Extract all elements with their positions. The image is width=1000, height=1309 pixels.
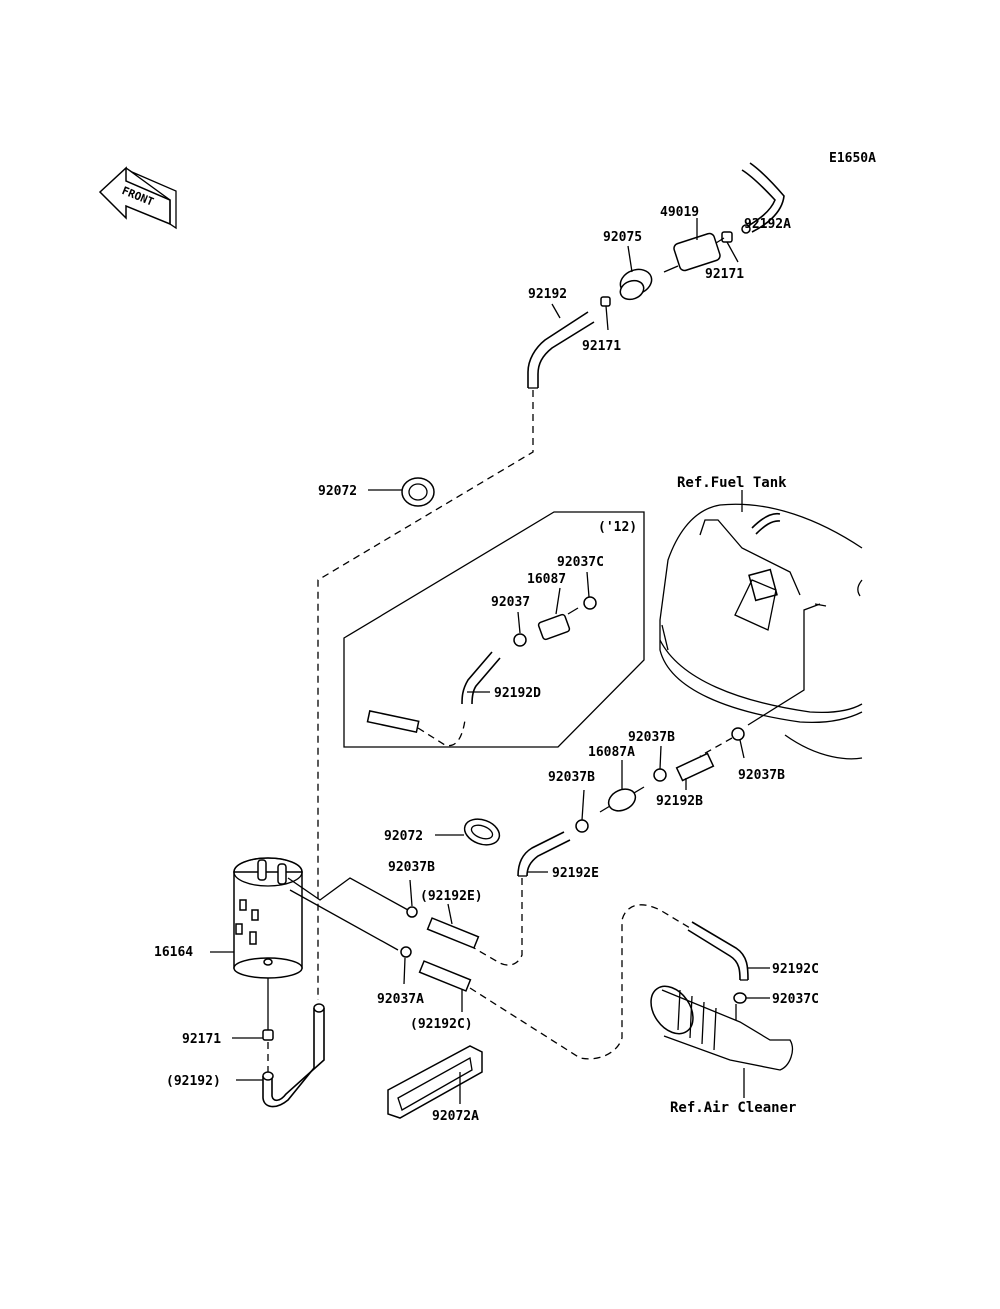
label-16087a: 16087A — [588, 745, 635, 760]
ref-air-cleaner: Ref.Air Cleaner — [670, 1100, 796, 1116]
clamp-92037b-rr — [731, 727, 745, 759]
label-92192e-paren: (92192E) — [420, 889, 483, 904]
clamp-92171-top — [721, 231, 739, 263]
label-92037b-l: 92037B — [548, 770, 595, 785]
label-92192a: 92192A — [744, 217, 791, 232]
label-92171-mid: 92171 — [582, 339, 621, 354]
hose-92192c — [687, 921, 749, 981]
hose-stub-box — [366, 710, 420, 733]
label-92171-top: 92171 — [705, 267, 744, 282]
label-92192c: 92192C — [772, 962, 819, 977]
clamp-92075 — [619, 245, 653, 301]
clamp-92037b-can — [406, 879, 418, 918]
label-92072a: 92072A — [432, 1109, 479, 1124]
label-92037b-can: 92037B — [388, 860, 435, 875]
clamp-92072-mid — [463, 818, 501, 846]
label-92171-bot: 92171 — [182, 1032, 221, 1047]
variant-box — [343, 511, 645, 748]
air-cleaner-duct — [650, 985, 794, 1071]
canister-16164 — [233, 857, 303, 979]
label-92075: 92075 — [603, 230, 642, 245]
front-arrow-icon: FRONT — [98, 166, 177, 230]
clamp-92037b-r — [653, 745, 667, 782]
ref-fuel-tank: Ref.Fuel Tank — [677, 475, 787, 491]
diagram-code: E1650A — [829, 151, 876, 166]
label-92072-top: 92072 — [318, 484, 357, 499]
label-92192-paren: (92192) — [166, 1074, 221, 1089]
hose-92192c-paren — [418, 960, 472, 992]
fuel-filter-49019 — [663, 218, 725, 273]
label-16164: 16164 — [154, 945, 193, 960]
clamp-92037c-box — [583, 571, 597, 610]
clamp-92171-mid — [600, 296, 611, 331]
clamp-92072-top — [401, 477, 435, 507]
label-92072-mid: 92072 — [384, 829, 423, 844]
hose-92192-top — [527, 303, 595, 389]
label-92192c-paren: (92192C) — [410, 1017, 473, 1032]
clamp-92037b-l — [575, 789, 589, 833]
clamp-92037a — [400, 946, 412, 985]
hose-92192e — [517, 831, 571, 877]
label-92192d: 92192D — [494, 686, 541, 701]
variant-label: ('12) — [598, 520, 637, 535]
label-92192e: 92192E — [552, 866, 599, 881]
label-92037: 92037 — [491, 595, 530, 610]
fuel-tank — [659, 503, 863, 760]
label-92037b-rr: 92037B — [738, 768, 785, 783]
label-92192: 92192 — [528, 287, 567, 302]
clamp-92171-bot — [262, 1029, 274, 1041]
hose-92192e-paren — [426, 917, 480, 949]
label-92037a: 92037A — [377, 992, 424, 1007]
label-92037c-box: 92037C — [557, 555, 604, 570]
label-49019: 49019 — [660, 205, 699, 220]
hose-92192a — [741, 162, 785, 234]
label-92037c: 92037C — [772, 992, 819, 1007]
label-92037b-r: 92037B — [628, 730, 675, 745]
clamp-92037c — [733, 992, 747, 1004]
bracket-92072a — [387, 1045, 483, 1119]
hose-92192b — [675, 737, 733, 790]
valve-16087a — [599, 760, 645, 813]
label-16087: 16087 — [527, 572, 566, 587]
label-92192b: 92192B — [656, 794, 703, 809]
hose-92192-bot — [262, 1003, 325, 1108]
valve-16087 — [537, 587, 579, 641]
clamp-92037 — [513, 611, 527, 647]
hose-92192d — [461, 651, 501, 705]
